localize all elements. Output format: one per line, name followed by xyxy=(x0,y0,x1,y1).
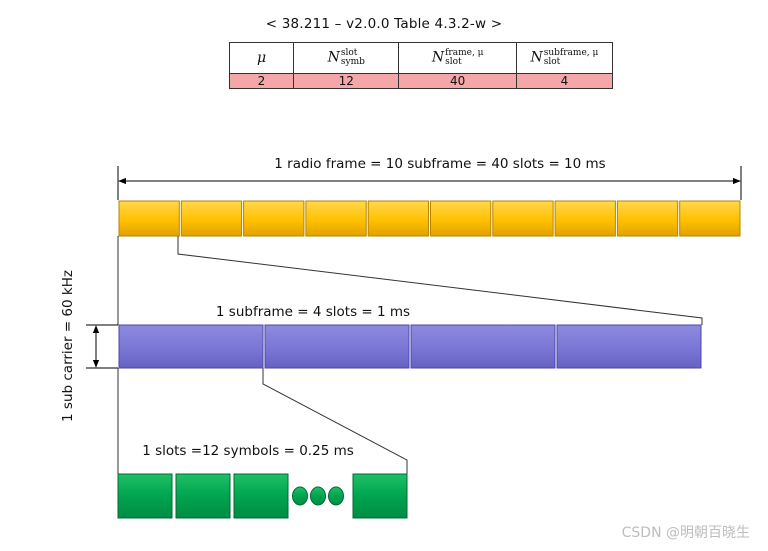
ellipsis-dot xyxy=(310,486,326,506)
slot-zoom-line xyxy=(262,368,408,474)
cell-slots-per-frame: 40 xyxy=(398,73,517,89)
subframe-block xyxy=(305,200,367,237)
cell-slots-per-subframe: 4 xyxy=(515,73,614,89)
watermark: CSDN @明朝百晓生 xyxy=(621,525,750,541)
symbol-block xyxy=(117,473,173,519)
symbol-block xyxy=(233,473,289,519)
subframe-block xyxy=(554,200,616,237)
slot-row xyxy=(118,324,702,369)
slot-label: 1 slots =12 symbols = 0.25 ms xyxy=(142,443,354,459)
symbol-block xyxy=(352,473,408,519)
subframe-block xyxy=(243,200,305,237)
subframe-block xyxy=(180,200,243,237)
slot-block xyxy=(264,324,410,369)
subframe-row xyxy=(118,200,741,237)
ellipsis-dot xyxy=(292,486,308,506)
subframe-block xyxy=(118,200,180,237)
ellipsis-dot xyxy=(328,486,344,506)
slot-block xyxy=(556,324,702,369)
subframe-zoom-line xyxy=(177,236,703,325)
subframe-label: 1 subframe = 4 slots = 1 ms xyxy=(216,304,410,320)
subframe-block xyxy=(430,200,492,237)
subframe-block xyxy=(616,200,679,237)
slot-block xyxy=(410,324,556,369)
cell-mu: 2 xyxy=(229,73,294,89)
subframe-block xyxy=(492,200,554,237)
subframe-block xyxy=(679,200,741,237)
slot-block xyxy=(118,324,264,369)
table-row: 2 12 40 4 xyxy=(229,73,614,89)
symbol-row xyxy=(117,473,408,519)
subframe-block xyxy=(367,200,430,237)
symbol-block xyxy=(175,473,231,519)
header-mu: μ xyxy=(229,42,294,74)
carrier-label: 1 sub carrier = 60 kHz xyxy=(60,270,76,422)
cell-symbols-per-slot: 12 xyxy=(292,73,400,89)
frame-label: 1 radio frame = 10 subframe = 40 slots =… xyxy=(274,156,605,172)
table-caption: < 38.211 – v2.0.0 Table 4.3.2-w > xyxy=(265,16,503,32)
